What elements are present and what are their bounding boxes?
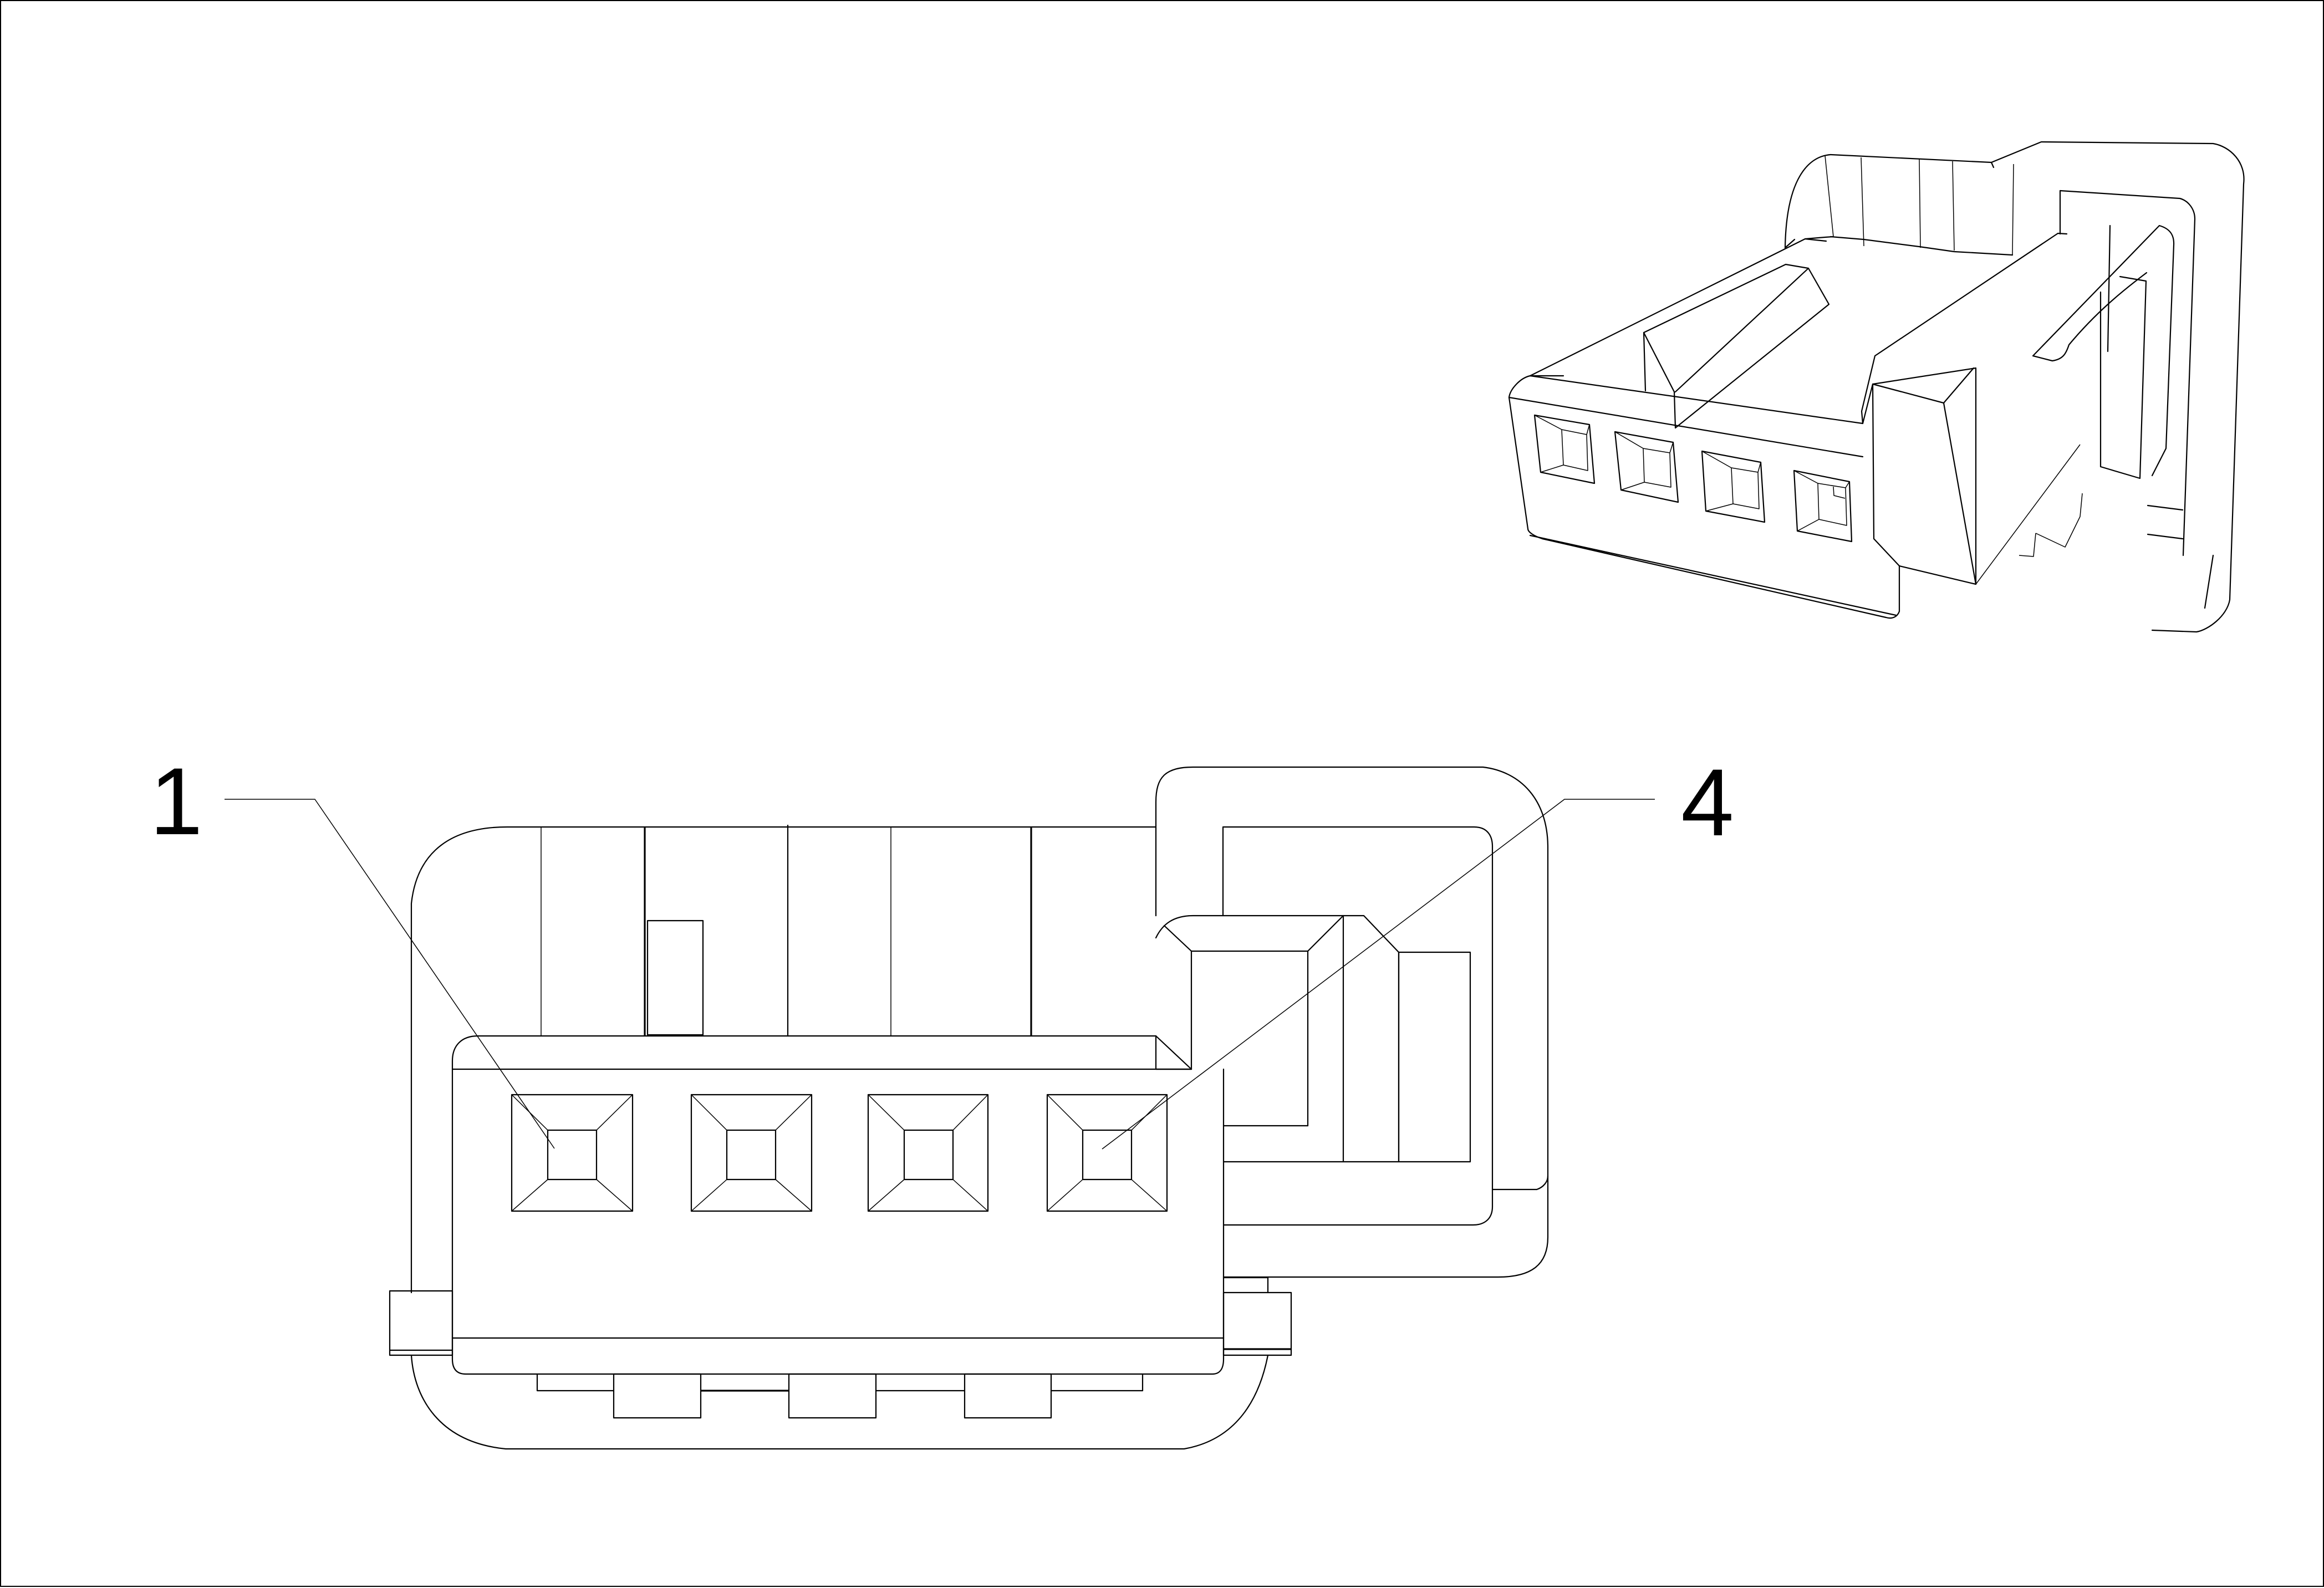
front-view (225, 766, 1655, 1450)
outer-shell-bottom (410, 1354, 1269, 1450)
iso-underside (1975, 444, 2083, 585)
cavity-3 (867, 1094, 989, 1212)
front-body (451, 1035, 1225, 1375)
latch-outer-frame (1155, 766, 1549, 1278)
isometric-view (1508, 141, 2245, 633)
iso-latch-inner (2059, 190, 2196, 556)
latch-step-curve (1536, 1175, 1549, 1191)
latch-block-chamfer (1163, 915, 1344, 952)
left-side-tab (389, 1290, 453, 1356)
leader-line-1 (225, 799, 555, 1149)
iso-front-top-edge (1508, 396, 1864, 458)
right-side-tab (1222, 1291, 1292, 1356)
bottom-strip-right (1050, 1373, 1144, 1392)
iso-front-face (1508, 367, 1977, 619)
iso-latch-curve (2032, 224, 2175, 477)
iso-cavity-4 (1793, 469, 1853, 543)
iso-latch-outer (1990, 141, 2245, 633)
iso-cavity-2 (1614, 431, 1679, 503)
iso-latch-lower (2147, 504, 2214, 609)
callout-label-4: 4 (1681, 749, 1734, 856)
bottom-tab (788, 1373, 877, 1419)
latch-chamfer-diagonal (1155, 1035, 1192, 1070)
iso-block-edge (1872, 383, 1900, 567)
bottom-strip-left (536, 1373, 615, 1392)
cavity-2 (690, 1094, 813, 1212)
cavity-4 (1046, 1094, 1168, 1212)
leader-line-4 (1102, 799, 1655, 1150)
iso-top-plate (1529, 232, 2068, 425)
iso-back-ribs-base (1829, 236, 2014, 256)
latch-block (1155, 915, 1400, 1163)
iso-back-ribs (1824, 155, 2014, 256)
iso-back-wall (1784, 154, 1995, 249)
iso-block-front-edge (1943, 402, 1977, 585)
callout-label-1: 1 (150, 748, 203, 855)
latch-inner-frame (1222, 826, 1494, 1226)
bottom-tab (964, 1373, 1052, 1419)
iso-top-back-edge (1804, 238, 1827, 242)
iso-bottom-edge (1529, 534, 1897, 616)
iso-block-top (1872, 367, 1975, 404)
latch-arm (1398, 951, 1471, 1163)
polarization-key (646, 920, 704, 1036)
iso-latch-divider (2107, 224, 2111, 353)
iso-latch-post (2099, 275, 2147, 479)
iso-rail (1643, 263, 1830, 429)
iso-cavity-1 (1533, 414, 1596, 484)
outer-shell-outline (410, 826, 1157, 1294)
bottom-tab (613, 1373, 702, 1419)
iso-cavity-3 (1701, 450, 1766, 523)
